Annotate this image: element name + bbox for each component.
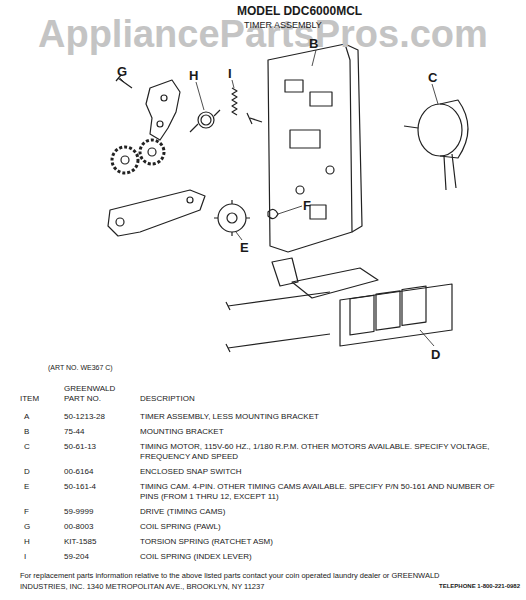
- ratchet-gear: [112, 147, 138, 173]
- cam-pins: [214, 200, 250, 236]
- leader-line: [432, 84, 438, 104]
- switch-screw: [226, 292, 330, 310]
- bracket-cutout: [290, 130, 320, 148]
- coil-spring: [232, 88, 237, 115]
- item-letter: A: [24, 412, 29, 422]
- part-description: TIMING MOTOR, 115V-60 HZ., 1/180 R.P.M. …: [140, 442, 512, 462]
- mounting-bracket: [268, 44, 352, 252]
- timing-cam: [218, 204, 246, 232]
- motor-body: [440, 100, 468, 158]
- leader-line: [278, 206, 302, 214]
- callout-letter: H: [189, 68, 198, 84]
- item-letter: G: [24, 522, 30, 532]
- bracket-cutout: [310, 92, 332, 106]
- torsion-spring: [201, 115, 211, 125]
- callout-letter: C: [428, 70, 437, 86]
- ratchet-gear-hub: [148, 148, 156, 156]
- part-description: MOUNTING BRACKET: [140, 427, 512, 437]
- item-letter: F: [24, 507, 29, 517]
- pawl: [146, 80, 180, 140]
- item-letter: H: [24, 537, 30, 547]
- column-header: GREENWALD PART NO.: [64, 384, 126, 404]
- callout-letter: F: [303, 198, 311, 214]
- switch-screw: [226, 334, 330, 352]
- motor-wires: [444, 154, 456, 190]
- telephone: TELEPHONE 1-800-221-0982: [439, 583, 520, 590]
- base-plate-tab: [272, 258, 298, 286]
- item-letter: B: [24, 427, 29, 437]
- leader-line: [196, 82, 204, 110]
- pawl-hole: [161, 95, 167, 101]
- leader-line: [236, 232, 242, 240]
- part-number: 50-61-13: [64, 442, 96, 452]
- bracket-hole: [326, 166, 334, 174]
- part-number: 59-9999: [64, 507, 93, 517]
- part-description: COIL SPRING (PAWL): [140, 522, 512, 532]
- ratchet-gear: [140, 140, 164, 164]
- bracket-cutout: [285, 80, 303, 92]
- part-number: 50-1213-28: [64, 412, 105, 422]
- index-lever: [108, 190, 205, 236]
- part-number: 00-6164: [64, 467, 93, 477]
- bracket-flange: [345, 44, 362, 232]
- timing-motor: [418, 104, 462, 156]
- watermark: AppliancePartsPros.com: [38, 12, 488, 58]
- item-letter: D: [24, 467, 30, 477]
- part-description: DRIVE (TIMING CAMS): [140, 507, 512, 517]
- bracket-cutout: [310, 205, 326, 219]
- leader-line: [420, 330, 434, 346]
- snap-switch: [350, 286, 426, 335]
- switch-plate: [340, 284, 452, 346]
- column-header: DESCRIPTION: [140, 394, 195, 404]
- model-title: MODEL DDC6000MCL: [237, 4, 362, 18]
- part-description: ENCLOSED SNAP SWITCH: [140, 467, 512, 477]
- callout-letter: E: [240, 240, 249, 256]
- bracket-hole: [296, 186, 304, 194]
- callout-letter: G: [117, 64, 127, 80]
- part-description: TIMER ASSEMBLY, LESS MOUNTING BRACKET: [140, 412, 512, 422]
- base-plate: [292, 268, 378, 298]
- part-description: TIMING CAM. 4-PIN. OTHER TIMING CAMS AVA…: [140, 482, 512, 502]
- leader-line: [232, 80, 234, 88]
- item-letter: C: [24, 442, 30, 452]
- callout-letter: D: [431, 347, 440, 363]
- item-letter: E: [24, 482, 29, 492]
- screw: [247, 113, 262, 124]
- torsion-spring: [198, 112, 214, 128]
- footer-note: For replacement parts information relati…: [20, 570, 475, 592]
- part-description: COIL SPRING (INDEX LEVER): [140, 552, 512, 562]
- section-heading: TIMER ASSEMBLY: [244, 20, 322, 31]
- part-number: 00-8003: [64, 522, 93, 532]
- motor-shaft: [404, 126, 418, 128]
- part-number: KIT-1585: [64, 537, 96, 547]
- part-description: TORSION SPRING (RATCHET ASM): [140, 537, 512, 547]
- column-header: ITEM: [20, 394, 39, 404]
- art-number: (ART NO. WE367 C): [48, 364, 113, 372]
- timing-cam-hub: [227, 213, 237, 223]
- part-number: 75-44: [64, 427, 84, 437]
- pawl-hole: [157, 121, 163, 127]
- callout-letter: B: [309, 36, 318, 52]
- part-number: 50-161-4: [64, 482, 96, 492]
- lever-hole: [116, 218, 124, 226]
- callout-letter: I: [228, 66, 232, 82]
- item-letter: I: [24, 552, 26, 562]
- torsion-spring-leg: [190, 110, 220, 132]
- ratchet-gear-hub: [121, 156, 129, 164]
- lever-hole: [187, 197, 193, 203]
- part-number: 59-204: [64, 552, 89, 562]
